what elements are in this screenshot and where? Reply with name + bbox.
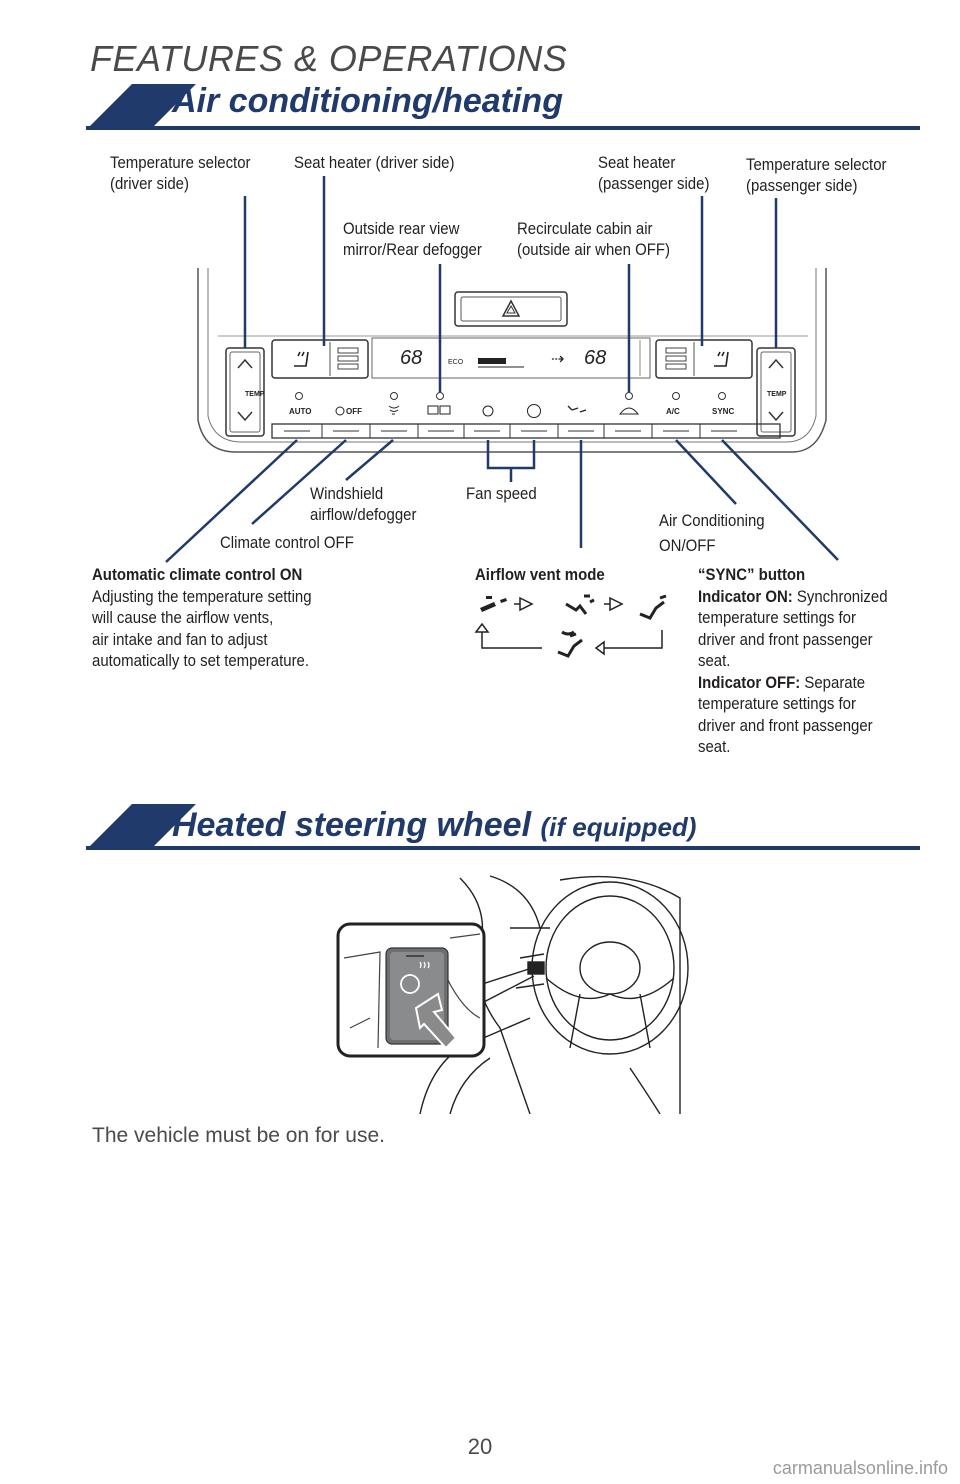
label-recirculate: Recirculate cabin air (outside air when … [517,219,670,259]
seat-heater-passenger-button [655,339,753,379]
section-title-ac: Air conditioning/heating [172,82,563,120]
label-ac-onoff: Air Conditioning ON/OFF [659,511,765,555]
note-sync-on-body: temperature settings for driver and fron… [698,608,873,670]
body-text-vehicle-on: The vehicle must be on for use. [92,1124,385,1147]
label-seat-passenger: Seat heater (passenger side) [598,153,710,193]
note-sync-off-body: temperature settings for driver and fron… [698,694,873,756]
note-sync-on-label: Indicator ON: [698,586,793,606]
label-windshield: Windshield airflow/defogger [310,484,417,524]
hazard-icon [501,299,521,317]
temp-label-right: TEMP [767,391,787,398]
note-auto-body: Adjusting the temperature setting will c… [92,586,312,671]
label-climate-off: Climate control OFF [220,533,354,552]
section-title-steering: Heated steering wheel (if equipped) [172,806,696,845]
steering-wheel-heat-icon [400,974,420,994]
climate-panel-diagram: 68 ECO 68 ⇢ TEMP TEMP AUTO OFF A/C SYNC [165,176,839,563]
display-temp-right: 68 [584,347,606,369]
airflow-mode-icon [567,405,587,413]
rear-defogger-icon [439,405,451,415]
section-bar-ac [86,84,920,130]
page-header-title: FEATURES & OPERATIONS [90,38,568,79]
display-temp-left: 68 [400,347,422,369]
note-sync-on-text: Synchronized [792,586,888,606]
airflow-mode-title: Airflow vent mode [475,565,605,584]
ac-button-label: A/C [666,407,680,416]
page-number: 20 [467,1434,493,1459]
section-title-steering-main: Heated steering wheel [172,806,532,844]
press-arrow-icon [414,992,458,1050]
note-auto-climate: Automatic climate control ON Adjusting t… [92,564,312,672]
airflow-feet-defrost-icon [557,630,583,658]
fan-low-icon [482,405,494,417]
note-sync-title: “SYNC” button [698,565,806,584]
label-fan-speed: Fan speed [466,484,537,503]
note-auto-title: Automatic climate control ON [92,565,303,584]
seat-heater-driver-button [271,339,369,379]
section-bar-steering [86,804,920,850]
sync-button-label: SYNC [712,407,734,416]
label-temp-driver: Temperature selector (driver side) [110,153,251,193]
seat-heater-icon [294,351,309,367]
note-sync-button: “SYNC” button Indicator ON: Synchronized… [698,564,888,758]
airflow-face-feet-icon [565,594,595,615]
airflow-mode-cycle-diagram [474,594,667,658]
display-eco: ECO [448,359,464,366]
fan-high-icon [527,404,541,418]
label-seat-driver: Seat heater (driver side) [294,153,455,172]
temp-label-left: TEMP [245,391,265,398]
heated-steering-illustration [336,875,689,1114]
off-button-label: OFF [346,407,362,416]
note-sync-off-text: Separate [800,672,866,692]
section-title-steering-sub: (if equipped) [540,812,697,842]
airflow-feet-icon [639,594,667,620]
svg-text:⇢: ⇢ [551,351,564,368]
watermark: carmanualsonline.info [772,1458,948,1478]
recirculate-icon [618,407,640,415]
note-sync-off-label: Indicator OFF: [698,672,801,692]
windshield-icon [388,405,400,415]
auto-button-label: AUTO [289,407,312,416]
label-temp-passenger: Temperature selector (passenger side) [746,155,887,195]
airflow-face-icon [480,596,507,612]
label-mirror-defogger: Outside rear view mirror/Rear defogger [343,219,482,259]
